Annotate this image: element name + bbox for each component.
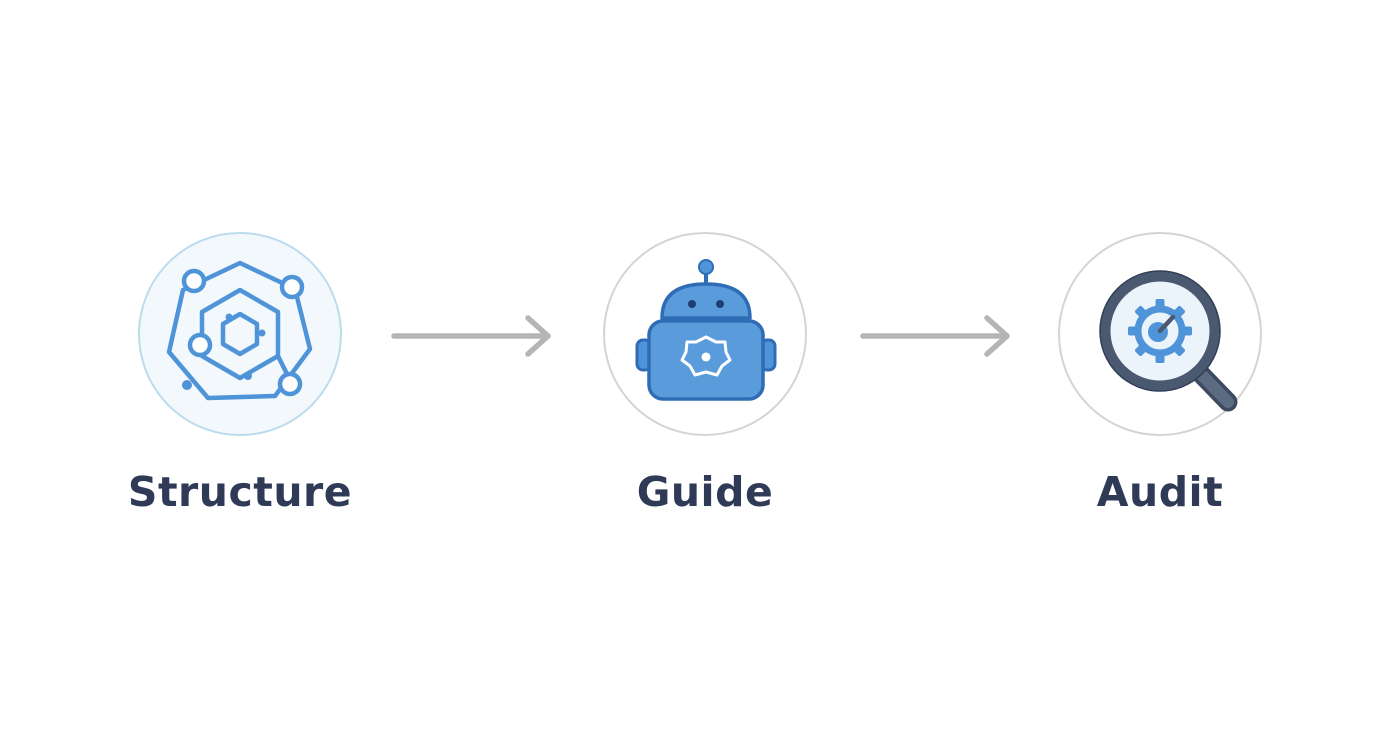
magnifier-gear-icon (1099, 270, 1238, 412)
step-label-audit: Audit (1096, 468, 1224, 516)
arrow-right-icon (860, 315, 1010, 357)
step-label-structure: Structure (127, 468, 353, 516)
step-audit-circle (1058, 232, 1262, 436)
step-label-guide: Guide (636, 468, 774, 516)
arrow-right-icon (391, 315, 551, 357)
step-audit: Audit (1058, 232, 1262, 513)
network-structure-icon (166, 260, 313, 401)
step-guide: Guide (603, 232, 807, 513)
step-structure-circle (138, 232, 342, 436)
step-structure: Structure (128, 232, 352, 513)
step-guide-circle (603, 232, 807, 436)
robot-icon (635, 259, 777, 401)
